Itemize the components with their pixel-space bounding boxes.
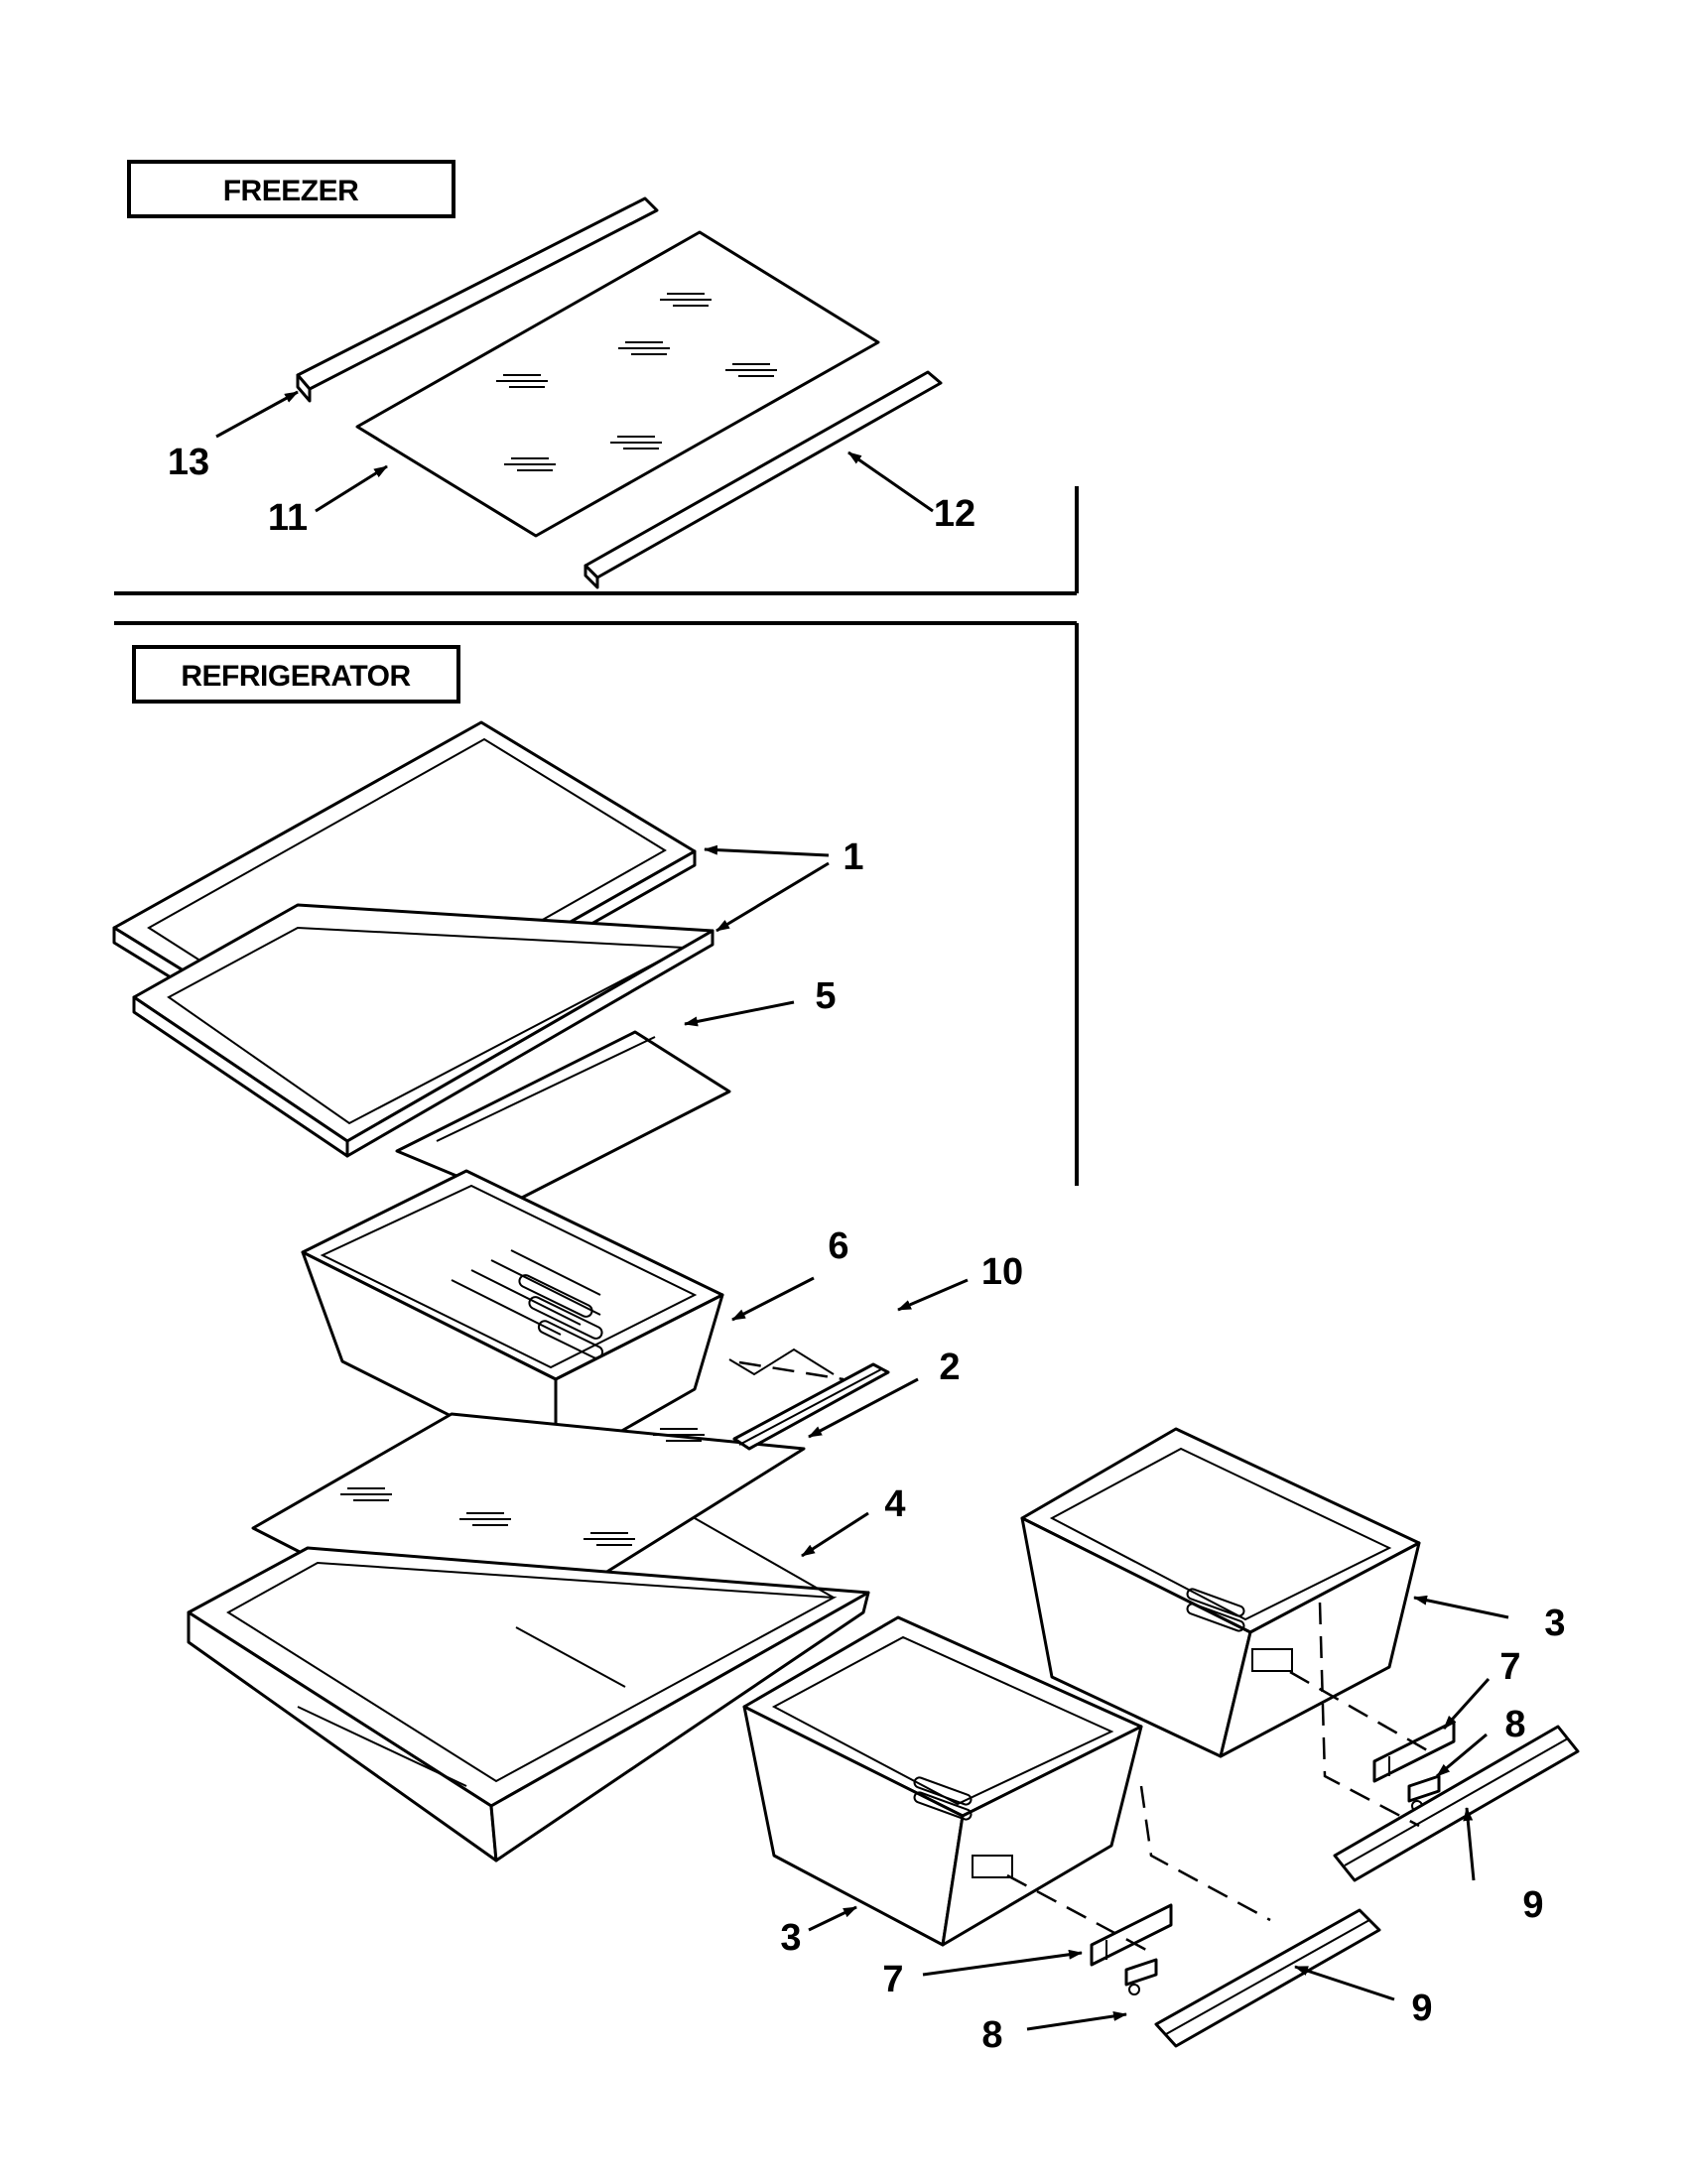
freezer-glass-shelf [355,230,880,538]
connector-6 [738,1360,844,1381]
callout-5: 5 [815,975,836,1017]
freezer-front-trim [584,370,943,589]
callout-13: 13 [168,442,209,483]
callout-10: 10 [981,1251,1023,1293]
freezer-label-box: FREEZER [127,160,455,218]
callout-1: 1 [843,836,863,878]
callout-8-right: 8 [1504,1704,1525,1745]
freezer-label: FREEZER [223,175,359,207]
refrigerator-label-box: REFRIGERATOR [132,645,460,704]
connector-9a [1318,1602,1420,1828]
callout-3-right: 3 [1544,1603,1565,1644]
freezer-rear-trim [296,196,659,403]
drawer-clip-8b [1124,1958,1158,1995]
callout-9-left: 9 [1411,1988,1432,2029]
callout-4: 4 [884,1483,905,1525]
drawer-trim-6-outline [728,1348,835,1376]
drawer-trim-10 [732,1362,890,1451]
drawer-rail-9a [1333,1725,1580,1882]
drawer-label-7a [1372,1720,1456,1783]
callout-12: 12 [934,493,975,535]
drawer-rail-9b [1154,1908,1381,2048]
callout-2: 2 [939,1347,960,1388]
callout-9-right: 9 [1522,1884,1543,1926]
callout-11: 11 [268,497,308,539]
crisper-drawer-right [1020,1427,1421,1758]
callout-6: 6 [828,1225,848,1267]
leader-lines [215,390,1509,2031]
callout-3-left: 3 [780,1917,801,1959]
connector-7b [1006,1873,1147,1952]
connector-7a [1289,1670,1430,1753]
connector-9b [1139,1785,1271,1922]
crisper-drawer-left [742,1615,1143,1947]
callouts: 13 11 12 1 5 6 10 2 4 3 7 8 9 3 7 8 9 [168,442,1566,2056]
refrigerator-label: REFRIGERATOR [181,660,411,693]
section-frames [114,486,1079,1186]
shelf-frame-lower [132,903,714,1158]
callout-7-left: 7 [882,1959,903,2000]
callout-7-right: 7 [1499,1646,1520,1688]
callout-8-left: 8 [981,2014,1002,2056]
drawer-label-7b [1090,1903,1173,1967]
crisper-frame [187,1517,870,1863]
